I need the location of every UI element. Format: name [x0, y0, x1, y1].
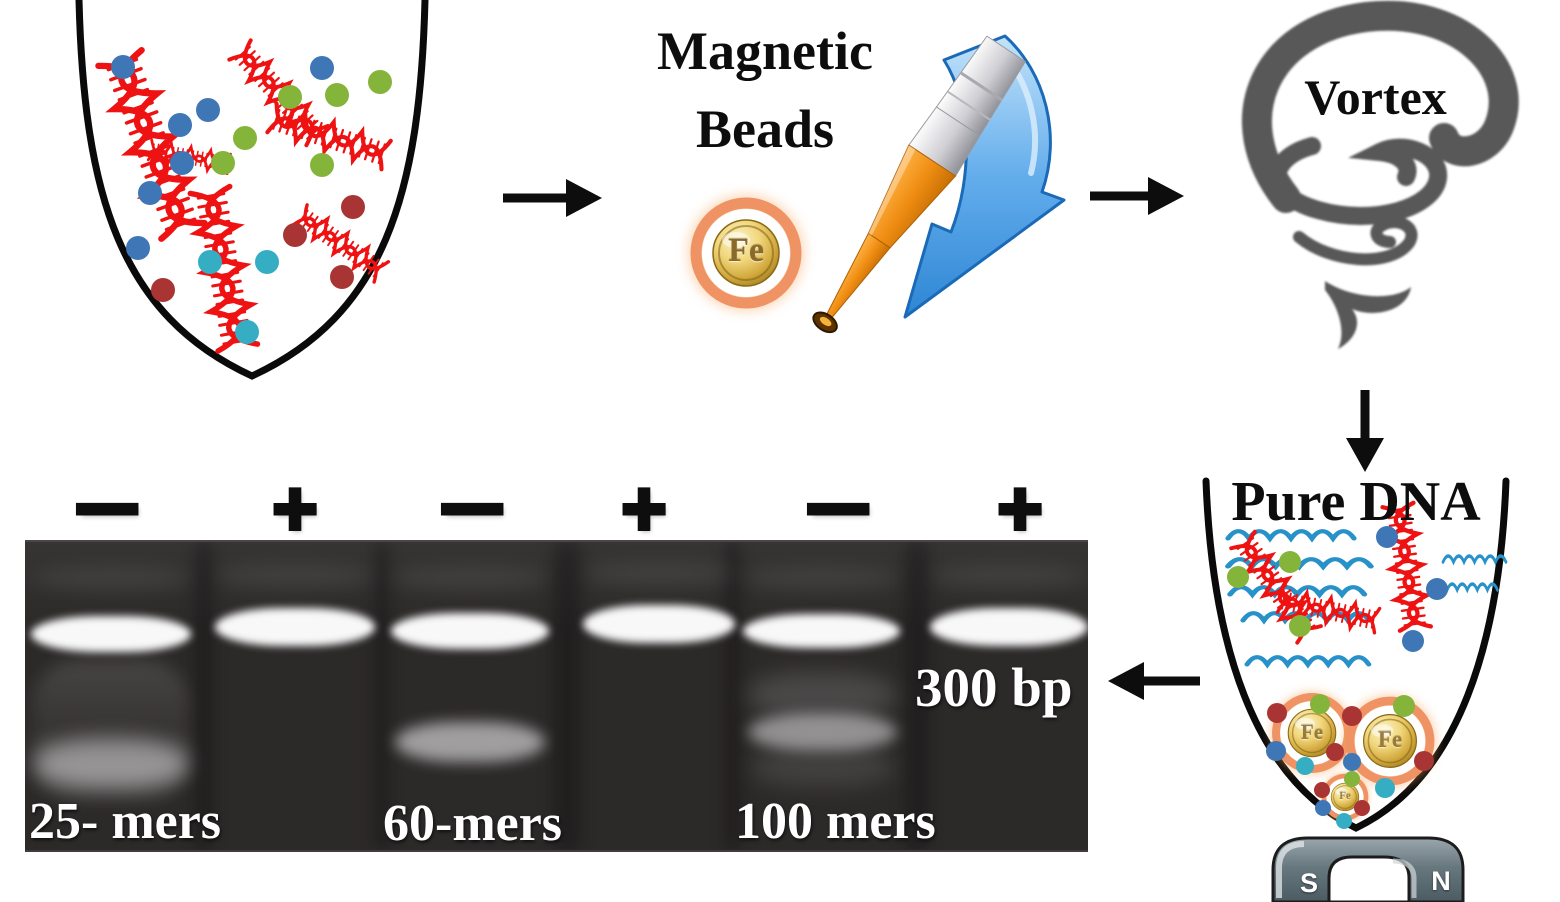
arrow-down-icon: [1346, 390, 1384, 472]
gel-group-label: 100 mers: [735, 793, 936, 850]
arrow-right-icon: [1090, 177, 1184, 215]
gel-smudge: [583, 562, 735, 586]
fe-label: Fe: [1300, 720, 1324, 744]
gel-smear: [33, 660, 189, 802]
magnetic-beads-label-line1: Magnetic: [657, 21, 873, 81]
fe-label: Fe: [1377, 727, 1403, 752]
gel-texture: [25, 542, 1088, 850]
vortex-icon: [1241, 0, 1519, 349]
gel-lane-gap: [553, 542, 581, 850]
impurity-beads: [111, 55, 392, 344]
size-marker-label: 300 bp: [915, 657, 1073, 718]
gel-smear: [750, 747, 895, 787]
gel-lane-sign: −: [802, 462, 874, 554]
magnetic-beads-label-line2: Beads: [695, 99, 835, 159]
gel-band: [395, 722, 545, 762]
gel-lane-sign: −: [71, 462, 143, 554]
gel-group-label: 60-mers: [383, 795, 563, 852]
gel-smudge: [215, 564, 375, 588]
gel-lane-sign: +: [619, 462, 669, 554]
gel-band: [930, 608, 1088, 646]
vortex-label: Vortex: [1304, 69, 1447, 125]
gel-lane-gap: [905, 542, 929, 850]
gel-smudge: [31, 566, 191, 590]
magnet-icon: [1271, 836, 1465, 902]
gel-band: [583, 605, 735, 643]
arrow-right-icon: [503, 179, 602, 217]
gel-smudge: [391, 566, 549, 590]
fe-label: Fe: [1339, 790, 1351, 802]
magnet-south-label: S: [1299, 868, 1318, 898]
solution-beads: [1227, 526, 1448, 652]
fe-label: Fe: [728, 232, 764, 269]
mixture-tube-icon: [75, 0, 429, 380]
water-waves-icon: [1228, 531, 1508, 664]
gel-smudge: [743, 566, 900, 590]
gel-group-label: 25- mers: [29, 793, 222, 850]
arrow-left-icon: [1108, 662, 1200, 700]
magnet-north-label: N: [1431, 866, 1451, 896]
captured-beads-cluster: [1266, 691, 1436, 829]
pure-dna-label: Pure DNA: [1231, 471, 1481, 533]
gel-lane-sign: +: [270, 462, 320, 554]
gel-lane-gap: [375, 542, 389, 850]
gel-smear: [747, 672, 897, 718]
gel-band: [391, 613, 549, 649]
gel-lane-sign: −: [436, 462, 508, 554]
gel-band: [215, 608, 375, 646]
gel-lane-sign: +: [995, 462, 1045, 554]
pure-dna-tube-icon: [1202, 477, 1510, 832]
gel-band: [31, 616, 191, 652]
gel-band: [748, 714, 897, 750]
pipette-icon: [812, 35, 1026, 334]
gel-smudge: [930, 564, 1088, 588]
gel-lane-gap: [195, 542, 213, 850]
gel-band: [743, 614, 900, 648]
gel-band: [35, 738, 187, 788]
gel-image: 25- mers 60-mers 100 mers 300 bp: [25, 540, 1088, 852]
magnetic-beads-label: Magnetic Beads: [580, 12, 950, 168]
